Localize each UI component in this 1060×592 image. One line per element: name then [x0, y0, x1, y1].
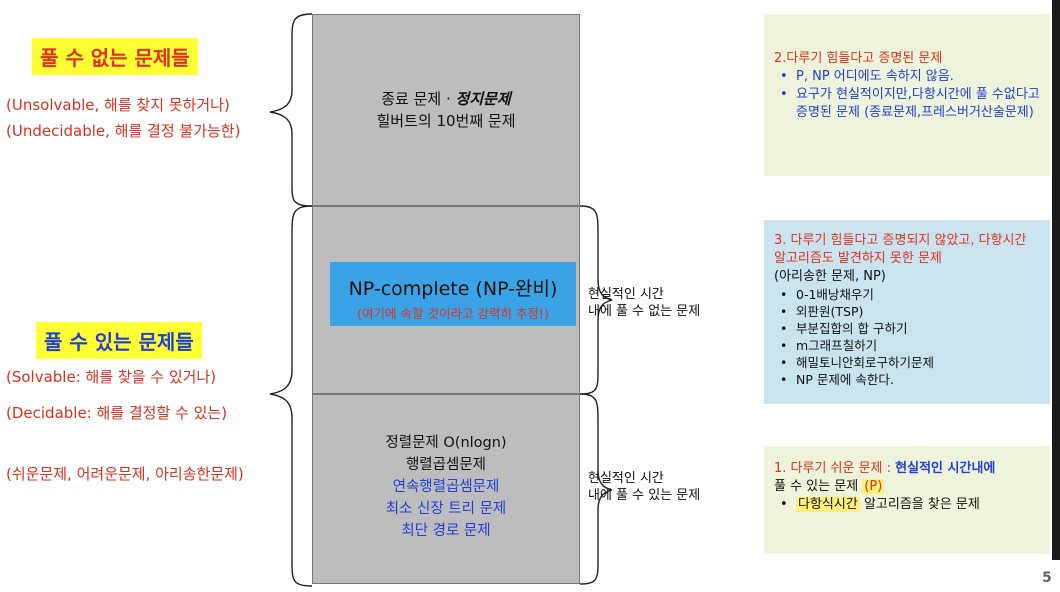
- p-problem-chain-matrix: 연속행렬곱셈문제: [392, 479, 500, 495]
- unsolvable-line-2: (Undecidable, 해를 결정 불가능한): [6, 120, 240, 141]
- brace-solvable: [269, 205, 313, 587]
- card3-list: 0-1배낭채우기 외판원(TSP) 부분집합의 합 구하기 m그래프칠하기 해밀…: [774, 286, 1040, 388]
- solvable-line-3: (쉬운문제, 어려운문제, 아리송한문제): [6, 465, 244, 483]
- brace-p: [579, 393, 613, 585]
- unsolvable-heading: 풀 수 없는 문제들: [32, 38, 198, 75]
- card2-title: 2.다루기 힘들다고 증명된 문제: [774, 51, 943, 66]
- card1-title: 1. 다루기 쉬운 문제 : 현실적인 시간내에: [774, 460, 1040, 478]
- card1-title-blue: 현실적인 시간내에: [895, 461, 996, 476]
- card1-line-2: 풀 수 있는 문제 (P): [774, 478, 1040, 496]
- page-number: 5: [1042, 570, 1052, 586]
- np-complete-subtitle: (여기에 속할 것이라고 강력히 추정!): [357, 306, 549, 321]
- np-complete-title: NP-complete (NP-완비): [348, 278, 558, 300]
- card1-title-red: 1. 다루기 쉬운 문제 :: [774, 461, 896, 476]
- card3-title: 3. 다루기 힘들다고 증명되지 않았고, 다항시간 알고리즘도 발견하지 못한…: [774, 233, 1027, 266]
- unsolvable-line-1: (Unsolvable, 해를 찾지 못하거나): [6, 94, 230, 115]
- solvable-line-2: (Decidable: 해를 결정할 수 있는): [6, 404, 228, 422]
- unsolvable-panel-text: 종료 문제 · 정지문제 힐버트의 10번째 문제: [312, 88, 580, 132]
- np-note-line-2: 내에 풀 수 없는 문제: [588, 304, 701, 319]
- card-intractable-proven: 2.다루기 힘들다고 증명된 문제 P, NP 어디에도 속하지 않음. 요구가…: [764, 14, 1050, 176]
- right-edge-bar: [1052, 0, 1060, 560]
- unsolvable-line-2-text: (Undecidable, 해를 결정 불가능한): [6, 122, 241, 140]
- np-note-line-1: 현실적인 시간: [588, 287, 664, 302]
- card3-item: m그래프칠하기: [774, 337, 1040, 354]
- brace-np: [579, 205, 613, 395]
- p-problem-mst: 최소 신장 트리 문제: [385, 501, 507, 517]
- p-note: 현실적인 시간 내에 풀 수 있는 문제: [588, 470, 700, 504]
- p-note-line-1: 현실적인 시간: [588, 471, 664, 486]
- p-panel: [312, 394, 580, 584]
- card1-p-label: (P): [862, 479, 885, 494]
- brace-unsolvable: [269, 13, 313, 207]
- p-note-line-2: 내에 풀 수 있는 문제: [588, 488, 701, 503]
- hilbert-tenth-problem: 힐버트의 10번째 문제: [376, 112, 516, 130]
- unsolvable-panel: [312, 14, 580, 206]
- card3-item: NP 문제에 속한다.: [774, 371, 1040, 388]
- p-problem-shortest-path: 최단 경로 문제: [401, 523, 491, 539]
- card3-item: 0-1배낭채우기: [774, 286, 1040, 303]
- card3-item: 부분집합의 합 구하기: [774, 320, 1040, 337]
- card-tractable: 1. 다루기 쉬운 문제 : 현실적인 시간내에 풀 수 있는 문제 (P) 다…: [764, 446, 1050, 554]
- card3-item: 해밀토니안회로구하기문제: [774, 354, 1040, 371]
- halting-problem-line: 종료 문제 · 정지문제: [312, 88, 580, 110]
- card1-item: 다항식시간 알고리즘을 찾은 문제: [774, 496, 1040, 514]
- p-problem-sorting: 정렬문제 O(nlogn): [385, 435, 507, 451]
- card1-item-highlight: 다항식시간: [796, 497, 860, 512]
- card1-item-text: 알고리즘을 찾은 문제: [859, 497, 980, 512]
- np-complete-box: NP-complete (NP-완비) (여기에 속할 것이라고 강력히 추정!…: [330, 262, 576, 326]
- unsolvable-line-1-text: (Unsolvable, 해를 찾지 못하거나): [6, 96, 230, 114]
- card2-item: P, NP 어디에도 속하지 않음.: [774, 68, 1040, 86]
- card1-line-2-text: 풀 수 있는 문제: [774, 479, 863, 494]
- card2-item: 요구가 현실적이지만,다항시간에 풀 수없다고 증명된 문제 (종료문제,프레스…: [774, 86, 1040, 122]
- halting-problem-text: 종료 문제 ·: [381, 90, 456, 108]
- p-panel-text: 정렬문제 O(nlogn) 행렬곱셈문제 연속행렬곱셈문제 최소 신장 트리 문…: [312, 432, 580, 542]
- card1-list: 다항식시간 알고리즘을 찾은 문제: [774, 496, 1040, 514]
- card2-list: P, NP 어디에도 속하지 않음. 요구가 현실적이지만,다항시간에 풀 수없…: [774, 68, 1040, 122]
- card3-subtitle: (아리송한 문제, NP): [774, 269, 886, 284]
- solvable-line-1: (Solvable: 해를 찾을 수 있거나): [6, 368, 217, 386]
- p-problem-matrix-mult: 행렬곱셈문제: [405, 457, 487, 473]
- card-np-unknown: 3. 다루기 힘들다고 증명되지 않았고, 다항시간 알고리즘도 발견하지 못한…: [764, 220, 1050, 404]
- solvable-heading: 풀 수 있는 문제들: [36, 322, 202, 359]
- card3-item: 외판원(TSP): [774, 303, 1040, 320]
- halting-problem-handwritten: 정지문제: [455, 90, 511, 108]
- np-note: 현실적인 시간 내에 풀 수 없는 문제: [588, 286, 700, 320]
